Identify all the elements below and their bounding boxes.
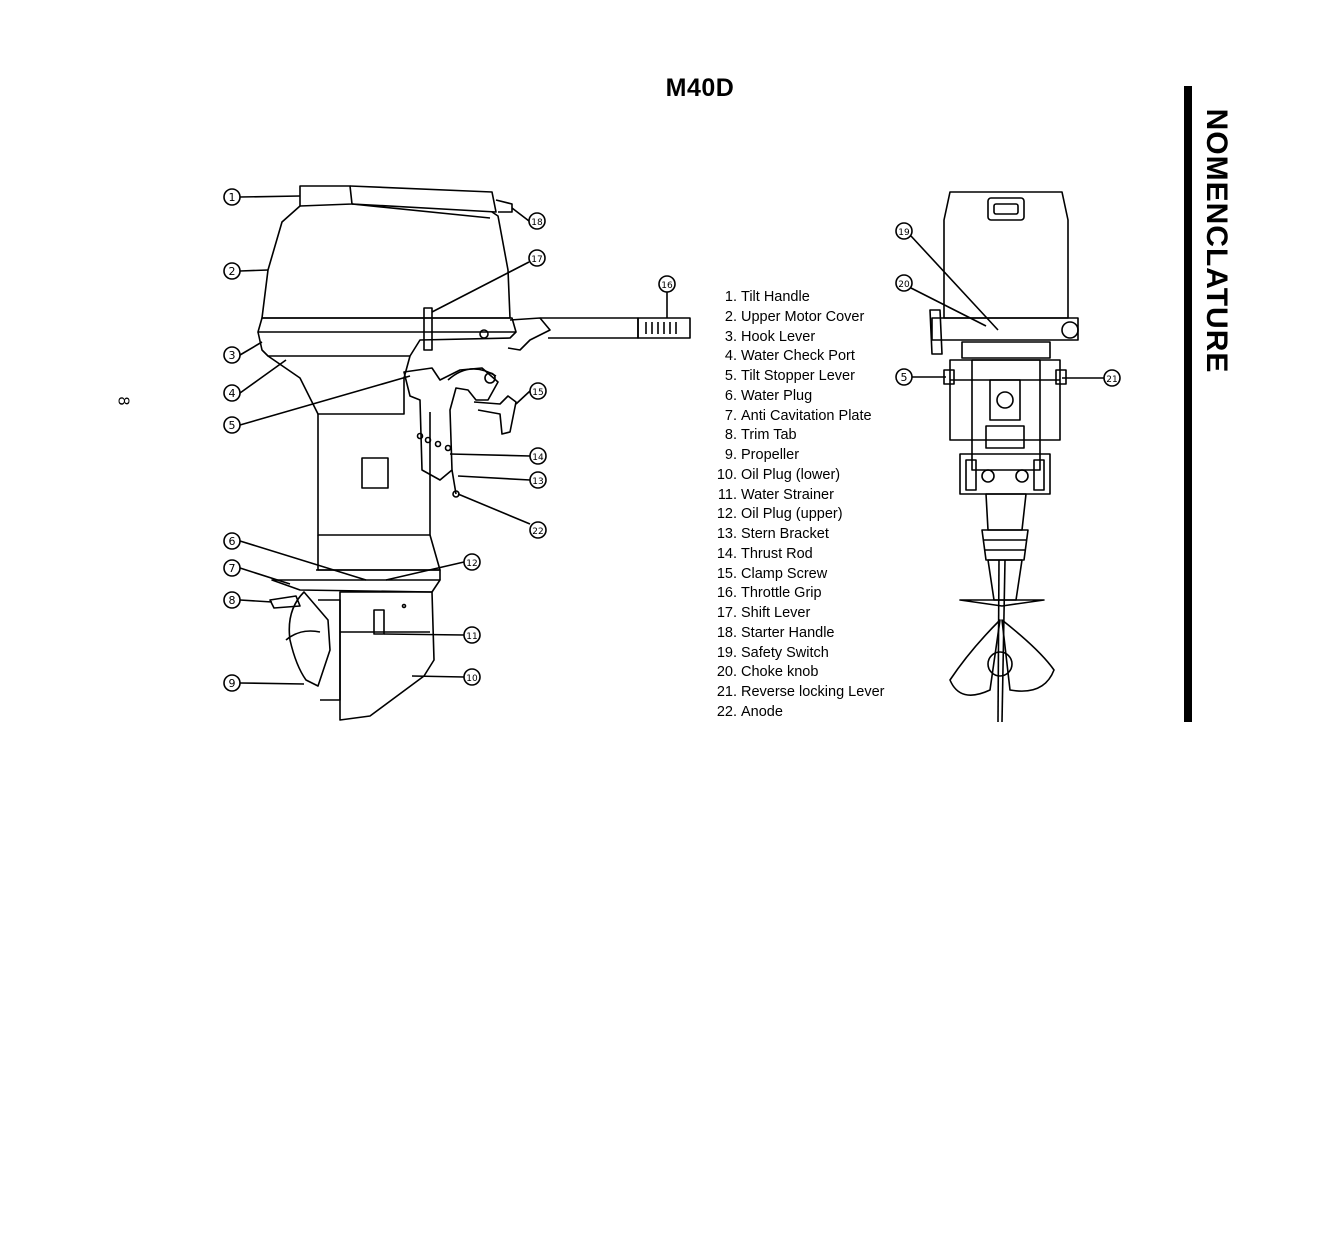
callout-label: 11 [466, 632, 477, 642]
legend-item: 9.Propeller [724, 447, 800, 463]
legend-item: 3.Hook Lever [724, 328, 816, 345]
legend-item: 22.Anode [716, 703, 783, 720]
parts-legend: 1.Tilt Handle 2.Upper Motor Cover 3.Hook… [700, 288, 920, 723]
legend-item: 10.Oil Plug (lower) [716, 466, 841, 483]
callout-label: 9 [229, 677, 236, 690]
callout-label: 20 [898, 280, 910, 290]
legend-item: 8.Trim Tab [724, 427, 797, 444]
legend-item: 18.Starter Handle [716, 624, 835, 641]
callout-label: 4 [229, 387, 236, 400]
callout-label: 12 [466, 559, 477, 569]
callout-label: 21 [1106, 375, 1117, 385]
callout-label: 3 [229, 349, 236, 362]
legend-item: 15.Clamp Screw [716, 565, 828, 582]
legend-item: 4.Water Check Port [724, 348, 855, 365]
callout-label: 16 [661, 281, 673, 291]
legend-item: 16.Throttle Grip [716, 585, 822, 602]
legend-item: 2.Upper Motor Cover [724, 308, 865, 325]
callout-label: 7 [229, 562, 236, 575]
callout-label: 6 [229, 535, 236, 548]
legend-item: 12.Oil Plug (upper) [716, 506, 843, 523]
callout-label: 5 [229, 419, 236, 432]
legend-item: 20.Choke knob [716, 664, 819, 681]
callout-label: 1 [229, 191, 236, 204]
callout-label: 22 [532, 527, 543, 537]
legend-item: 6.Water Plug [724, 387, 813, 404]
legend-item: 14.Thrust Rod [716, 545, 813, 562]
legend-item: 5.Tilt Stopper Lever [724, 368, 855, 384]
legend-item: 11.Water Strainer [717, 486, 834, 503]
callout-label: 18 [531, 218, 543, 228]
callout-label: 8 [229, 594, 236, 607]
outboard-rear-view-illustration [895, 191, 1121, 723]
legend-item: 1.Tilt Handle [724, 289, 810, 305]
legend-item: 17.Shift Lever [716, 605, 811, 621]
legend-item: 13.Stern Bracket [716, 526, 829, 542]
legend-item: 21.Reverse locking Lever [716, 684, 885, 700]
callout-label: 19 [898, 228, 910, 238]
legend-item: 7.Anti Cavitation Plate [724, 407, 872, 424]
callouts-rear [895, 222, 1121, 387]
callout-label: 10 [466, 674, 478, 684]
callout-label: 13 [532, 477, 543, 487]
callout-label: 14 [532, 453, 544, 463]
callout-label: 17 [531, 255, 542, 265]
page-title: M40D [665, 74, 735, 102]
legend-item: 19.Safety Switch [716, 644, 829, 661]
callouts-side [223, 188, 676, 692]
section-tab-bar [1184, 86, 1192, 722]
callout-label: 15 [532, 388, 543, 398]
callout-label: 5 [901, 371, 908, 384]
callout-label: 2 [229, 265, 236, 278]
